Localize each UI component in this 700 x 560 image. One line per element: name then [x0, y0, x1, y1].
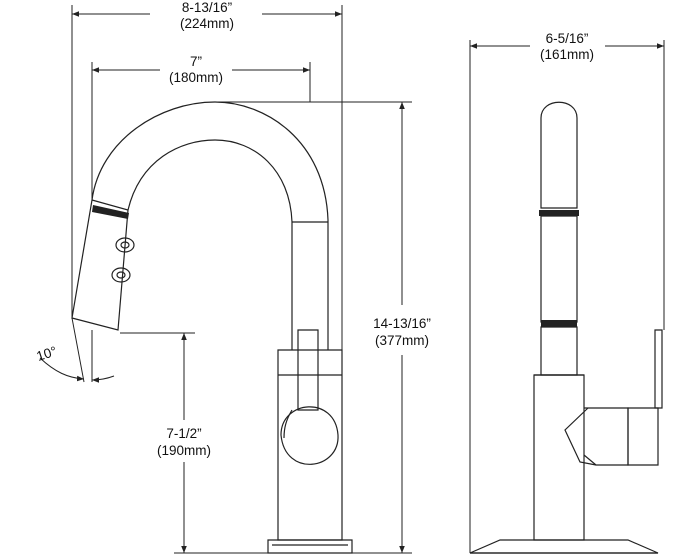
front-view	[71, 70, 353, 554]
side-deck-plate	[469, 539, 659, 554]
spray-buttons	[111, 237, 135, 283]
spray-head-band	[92, 205, 129, 219]
reach-metric: (180mm)	[169, 70, 223, 85]
spout-height-metric: (190mm)	[157, 443, 211, 458]
side-spray-band	[539, 210, 579, 216]
deck-plate	[267, 539, 353, 554]
side-view	[469, 101, 663, 554]
side-width-dimension: 6-5/16” (161mm)	[469, 31, 665, 553]
spout-height-dimension: 7-1/2” (190mm)	[120, 332, 268, 554]
side-handle-wedge	[564, 407, 597, 466]
handle-lever	[297, 329, 319, 411]
side-width-metric: (161mm)	[540, 47, 594, 62]
side-handle-lever	[654, 329, 663, 409]
overall-width-imperial: 8-13/16”	[182, 0, 232, 15]
overall-width-dimension: 8-13/16” (224mm)	[71, 0, 343, 350]
angle-dimension: 10°	[35, 317, 115, 383]
spout-inner-outline	[127, 139, 293, 350]
reach-dimension: 7” (180mm)	[91, 54, 311, 200]
side-spray-face	[541, 320, 577, 327]
handle-knob	[280, 406, 339, 465]
angle-label: 10°	[35, 343, 59, 364]
overall-height-imperial: 14-13/16”	[373, 316, 431, 331]
side-width-imperial: 6-5/16”	[546, 31, 589, 46]
side-spray-head	[540, 101, 578, 209]
spray-head-outline	[71, 199, 129, 331]
handle-neck	[283, 409, 293, 439]
overall-height-metric: (377mm)	[375, 333, 429, 348]
side-handle-cap	[627, 407, 659, 466]
base-body-outline	[277, 349, 343, 541]
side-spray-lower	[540, 215, 578, 323]
overall-width-metric: (224mm)	[180, 16, 234, 31]
overall-height-dimension: 14-13/16” (377mm)	[215, 101, 431, 554]
side-tube	[540, 326, 578, 376]
spout-height-imperial: 7-1/2”	[166, 426, 201, 441]
side-base-body	[533, 374, 585, 541]
side-handle-hub	[583, 407, 629, 466]
reach-imperial: 7”	[190, 54, 202, 69]
